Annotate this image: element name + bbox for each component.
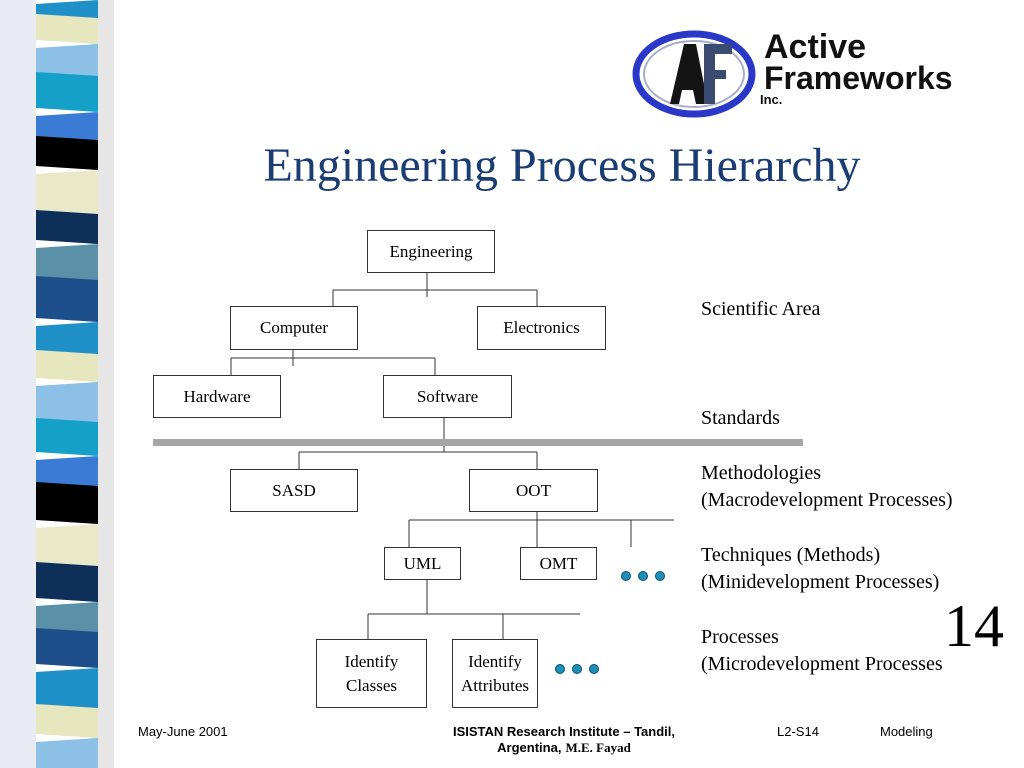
level-processes-line1: Processes <box>701 626 779 648</box>
ellipsis-dot <box>589 664 599 674</box>
stripe-block <box>36 322 98 358</box>
node-software: Software <box>383 375 512 418</box>
stripe-block <box>36 350 98 382</box>
identify-classes-line2: Classes <box>346 675 397 695</box>
stripe-block <box>36 136 98 170</box>
node-hardware: Hardware <box>153 375 281 418</box>
ellipsis-dot <box>638 571 648 581</box>
identify-classes-line1: Identify <box>344 651 399 671</box>
footer-date: May-June 2001 <box>138 724 228 739</box>
node-uml: UML <box>384 547 461 580</box>
stripe-block <box>36 72 98 112</box>
node-identify-attributes: Identify Attributes <box>452 639 538 708</box>
stripe-block <box>36 112 98 144</box>
logo-line1: Active <box>764 28 867 66</box>
stripe-block <box>36 704 98 738</box>
node-sasd: SASD <box>230 469 358 512</box>
stripe-block <box>36 738 98 768</box>
level-standards: Standards <box>701 407 780 429</box>
logo-line2: Frameworks <box>764 60 953 96</box>
stripe-block <box>36 170 98 218</box>
level-scientific-area: Scientific Area <box>701 298 821 320</box>
stripe-block <box>36 562 98 602</box>
identify-attributes-line1: Identify <box>468 651 522 671</box>
ellipsis-dot <box>621 571 631 581</box>
logo-line3: Inc. <box>760 92 783 107</box>
level-techniques-line2: (Minidevelopment Processes) <box>701 571 940 593</box>
footer-author: M.E. Fayad <box>565 740 631 755</box>
node-identify-classes: Identify Classes <box>316 639 427 708</box>
stripe-block <box>36 524 98 570</box>
stripe-block <box>36 482 98 524</box>
level-methodologies-line2: (Macrodevelopment Processes) <box>701 489 953 511</box>
identify-attributes-line2: Attributes <box>461 675 529 695</box>
stripe-block <box>36 210 98 244</box>
ellipsis-dot <box>555 664 565 674</box>
node-oot: OOT <box>469 469 598 512</box>
footer-institute: ISISTAN Research Institute – Tandil, Arg… <box>420 724 708 756</box>
ellipsis-dot <box>572 664 582 674</box>
footer-slide-id: L2-S14 <box>777 724 819 739</box>
slide-title: Engineering Process Hierarchy <box>263 139 861 192</box>
standards-divider <box>153 439 803 446</box>
company-logo: Active Frameworks Inc. <box>632 26 1002 126</box>
footer-institute-line1: ISISTAN Research Institute – Tandil, <box>452 724 675 739</box>
stripe-block <box>36 276 98 322</box>
stripe-block <box>36 244 98 284</box>
footer-institute-country: Argentina, <box>497 740 562 755</box>
stripe-block <box>36 628 98 668</box>
node-electronics: Electronics <box>477 306 606 350</box>
footer-institute-line2: Argentina, M.E. Fayad <box>420 739 708 756</box>
node-computer: Computer <box>230 306 358 350</box>
stripe-block <box>36 456 98 490</box>
node-omt: OMT <box>520 547 597 580</box>
ellipsis-dot <box>655 571 665 581</box>
stripe-block <box>36 44 98 80</box>
node-engineering: Engineering <box>367 230 495 273</box>
level-methodologies-line1: Methodologies <box>701 462 821 484</box>
level-processes-line2: (Microdevelopment Processes <box>701 653 943 675</box>
page-number: 14 <box>944 593 1004 659</box>
stripe-block <box>36 418 98 456</box>
logo-mark <box>632 30 756 118</box>
stripe-block <box>36 14 98 44</box>
footer-topic: Modeling <box>880 724 933 739</box>
decorative-stripe <box>0 0 120 768</box>
stripe-block <box>36 382 98 426</box>
stripe-block <box>36 602 98 636</box>
level-techniques-line1: Techniques (Methods) <box>701 544 881 566</box>
stripe-block <box>36 668 98 712</box>
